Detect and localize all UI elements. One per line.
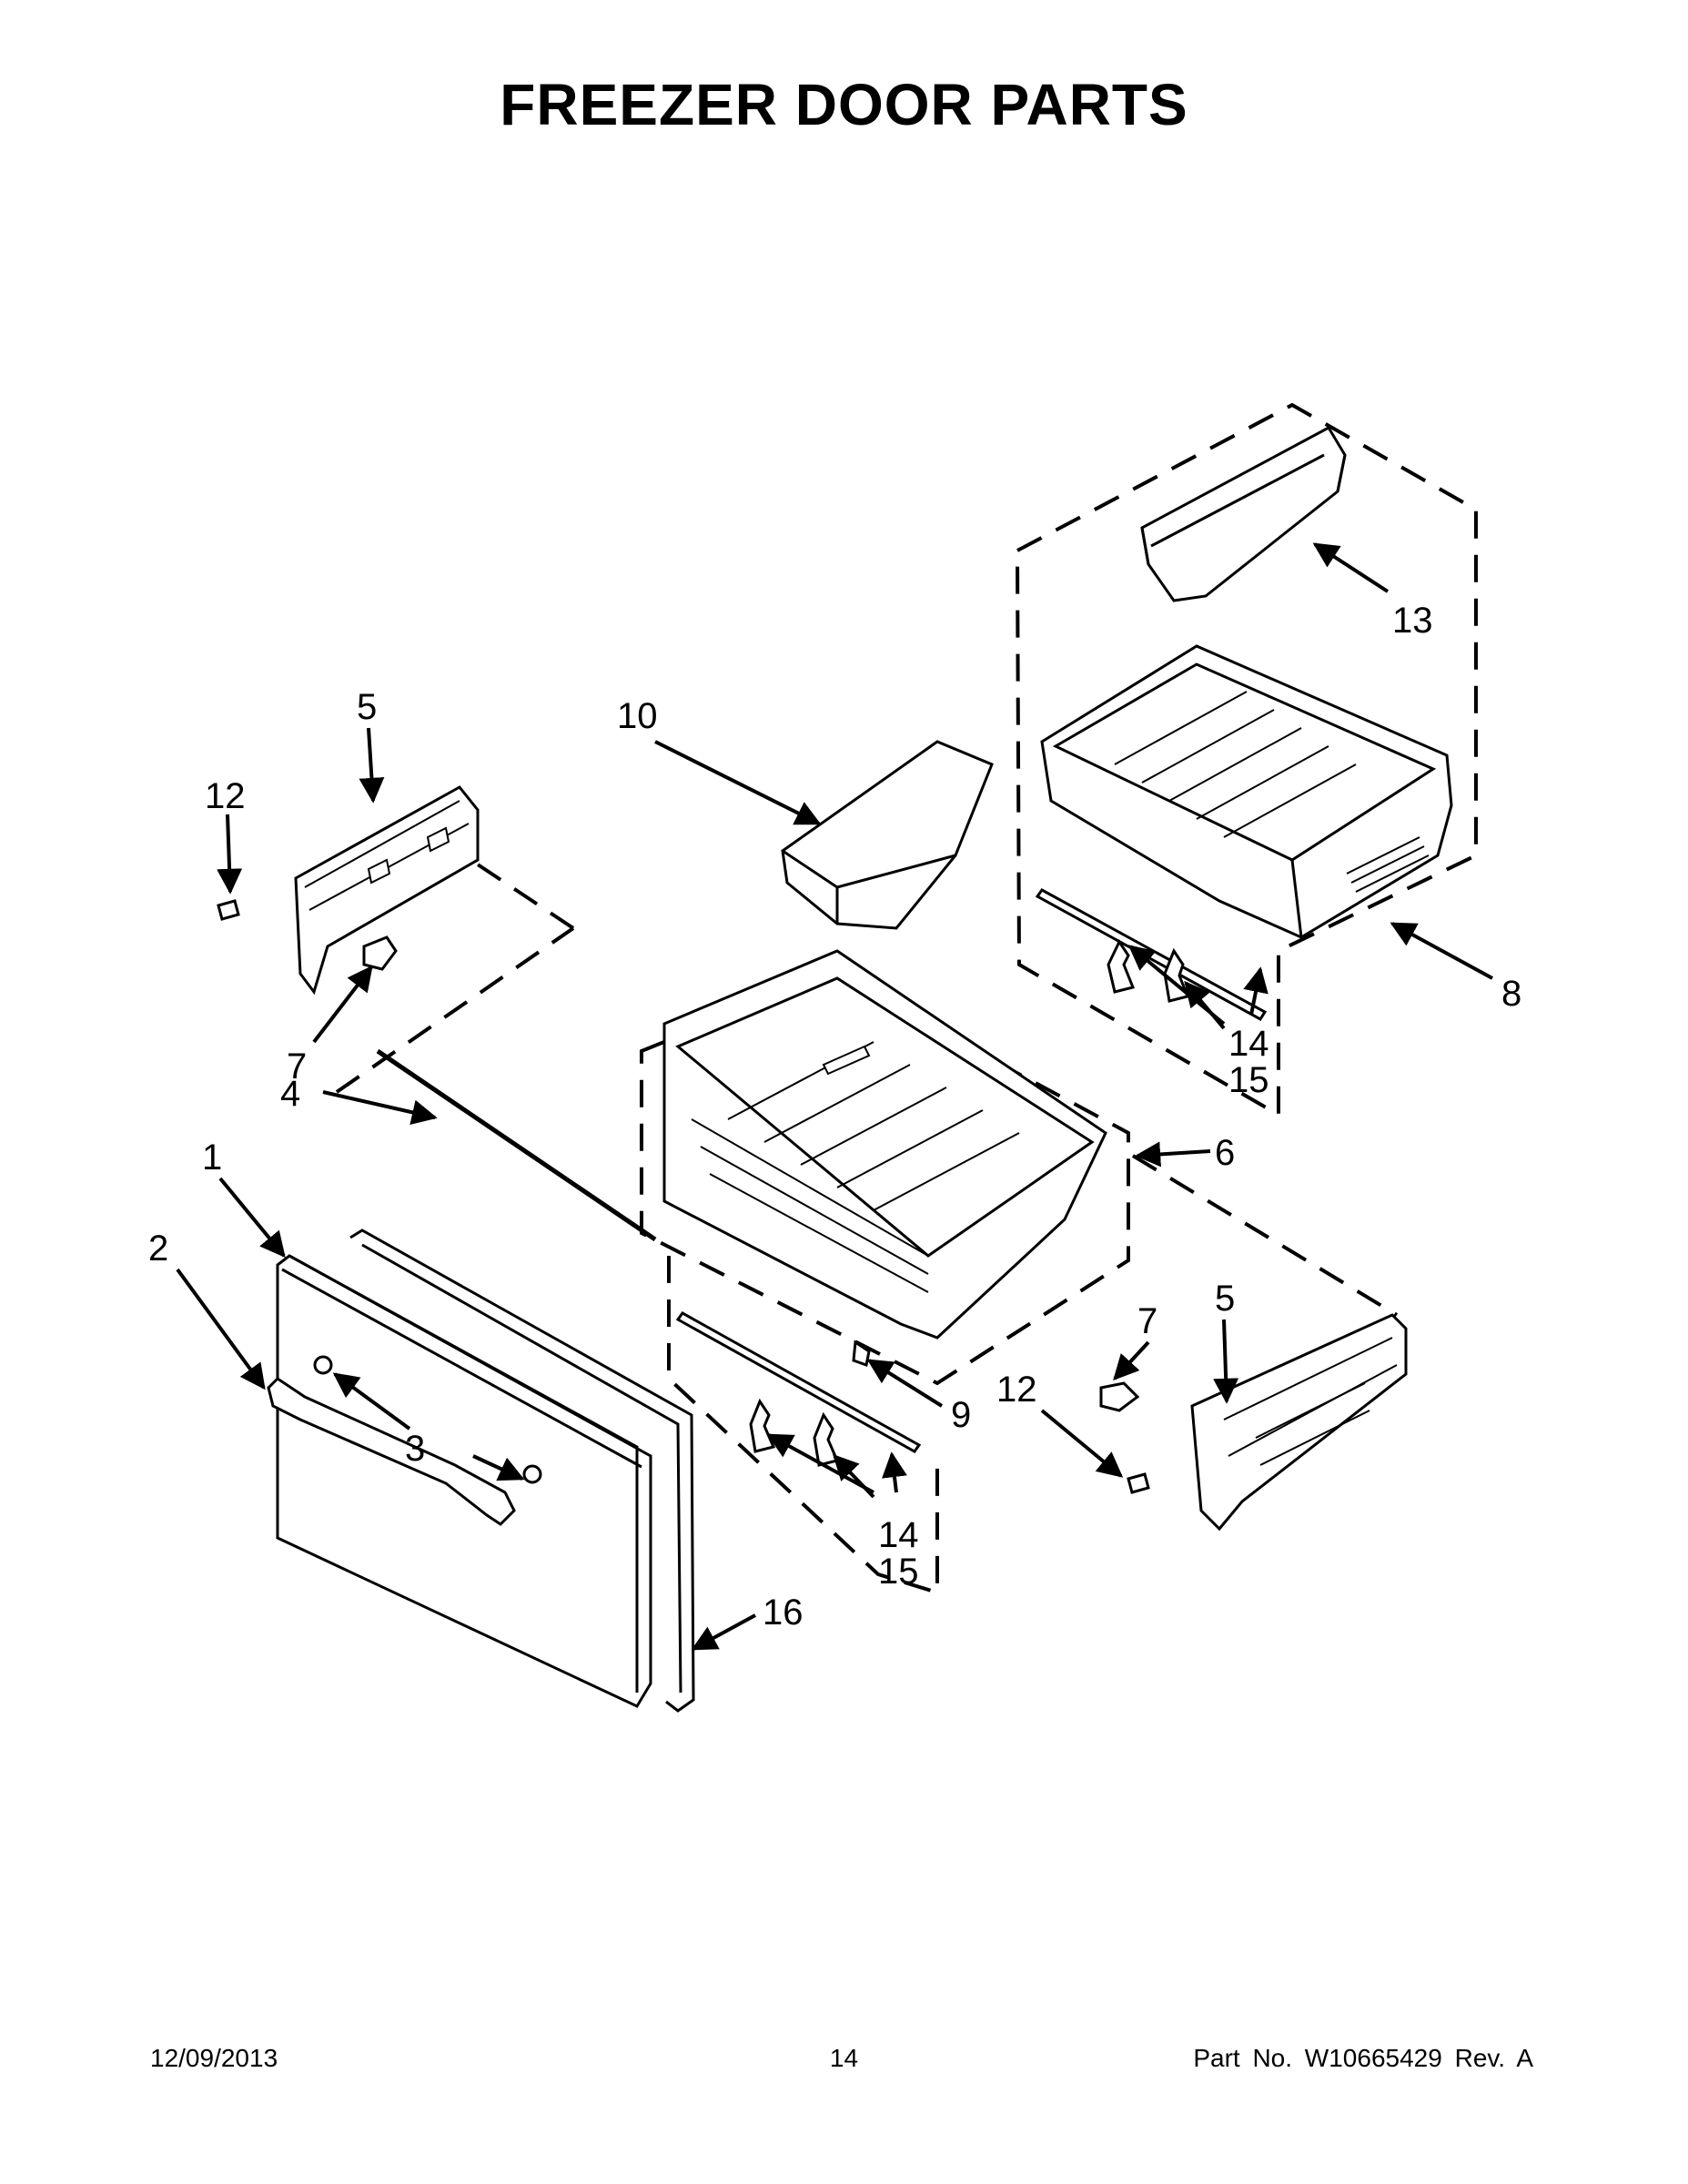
part-door-handle — [267, 1355, 542, 1526]
callout-15-upper: 15 — [1228, 1060, 1269, 1100]
callout-labels: 1 2 3 4 5 5 6 7 7 8 9 10 12 12 13 14 15 … — [148, 601, 1521, 1633]
callout-16: 16 — [763, 1592, 804, 1633]
callout-3: 3 — [405, 1429, 425, 1469]
part-upper-basket — [1040, 644, 1453, 939]
callout-2: 2 — [148, 1228, 168, 1269]
callout-8: 8 — [1501, 974, 1521, 1014]
part-ice-bin — [1140, 426, 1347, 602]
callout-5-left: 5 — [357, 687, 377, 727]
callout-14-upper: 14 — [1228, 1024, 1269, 1064]
part-small-bin — [781, 740, 994, 930]
callout-15-lower: 15 — [878, 1552, 919, 1592]
rail-guide-left — [335, 926, 575, 1094]
callout-12-left: 12 — [205, 776, 246, 816]
part-right-rail — [1099, 1313, 1408, 1532]
part-center-basket — [662, 949, 1107, 1340]
callout-4: 4 — [280, 1074, 300, 1114]
rail-guide-right — [1131, 1154, 1399, 1317]
upper-rod-and-screws — [1035, 888, 1268, 1021]
callout-10: 10 — [617, 696, 658, 736]
assembly-outlines — [335, 402, 1478, 1595]
lower-rail-outline — [667, 1256, 939, 1595]
callout-7-left: 7 — [287, 1046, 307, 1087]
page-title: FREEZER DOOR PARTS — [500, 72, 1188, 137]
upper-basket-outline — [1015, 402, 1478, 1118]
callout-6: 6 — [1215, 1133, 1235, 1173]
center-basket-outline — [640, 971, 1130, 1386]
lower-rod-and-screws — [675, 1311, 922, 1467]
callout-5-right: 5 — [1215, 1279, 1235, 1319]
callout-12-right: 12 — [996, 1370, 1037, 1410]
footer-part-number: Part No. W10665429 Rev. A — [1193, 2044, 1533, 2072]
part-rod — [376, 1048, 657, 1242]
callout-1: 1 — [202, 1138, 222, 1178]
part-left-rail — [217, 785, 480, 996]
part-door-gasket — [349, 1228, 695, 1713]
rail-guide-left-end — [476, 863, 575, 930]
callout-13: 13 — [1392, 601, 1433, 641]
callout-7-right: 7 — [1137, 1301, 1157, 1341]
callout-14-lower: 14 — [878, 1515, 919, 1555]
footer-date: 12/09/2013 — [150, 2044, 278, 2072]
callout-9: 9 — [951, 1395, 971, 1435]
leader-lines — [176, 542, 1493, 1651]
footer-page-number: 14 — [829, 2044, 859, 2072]
